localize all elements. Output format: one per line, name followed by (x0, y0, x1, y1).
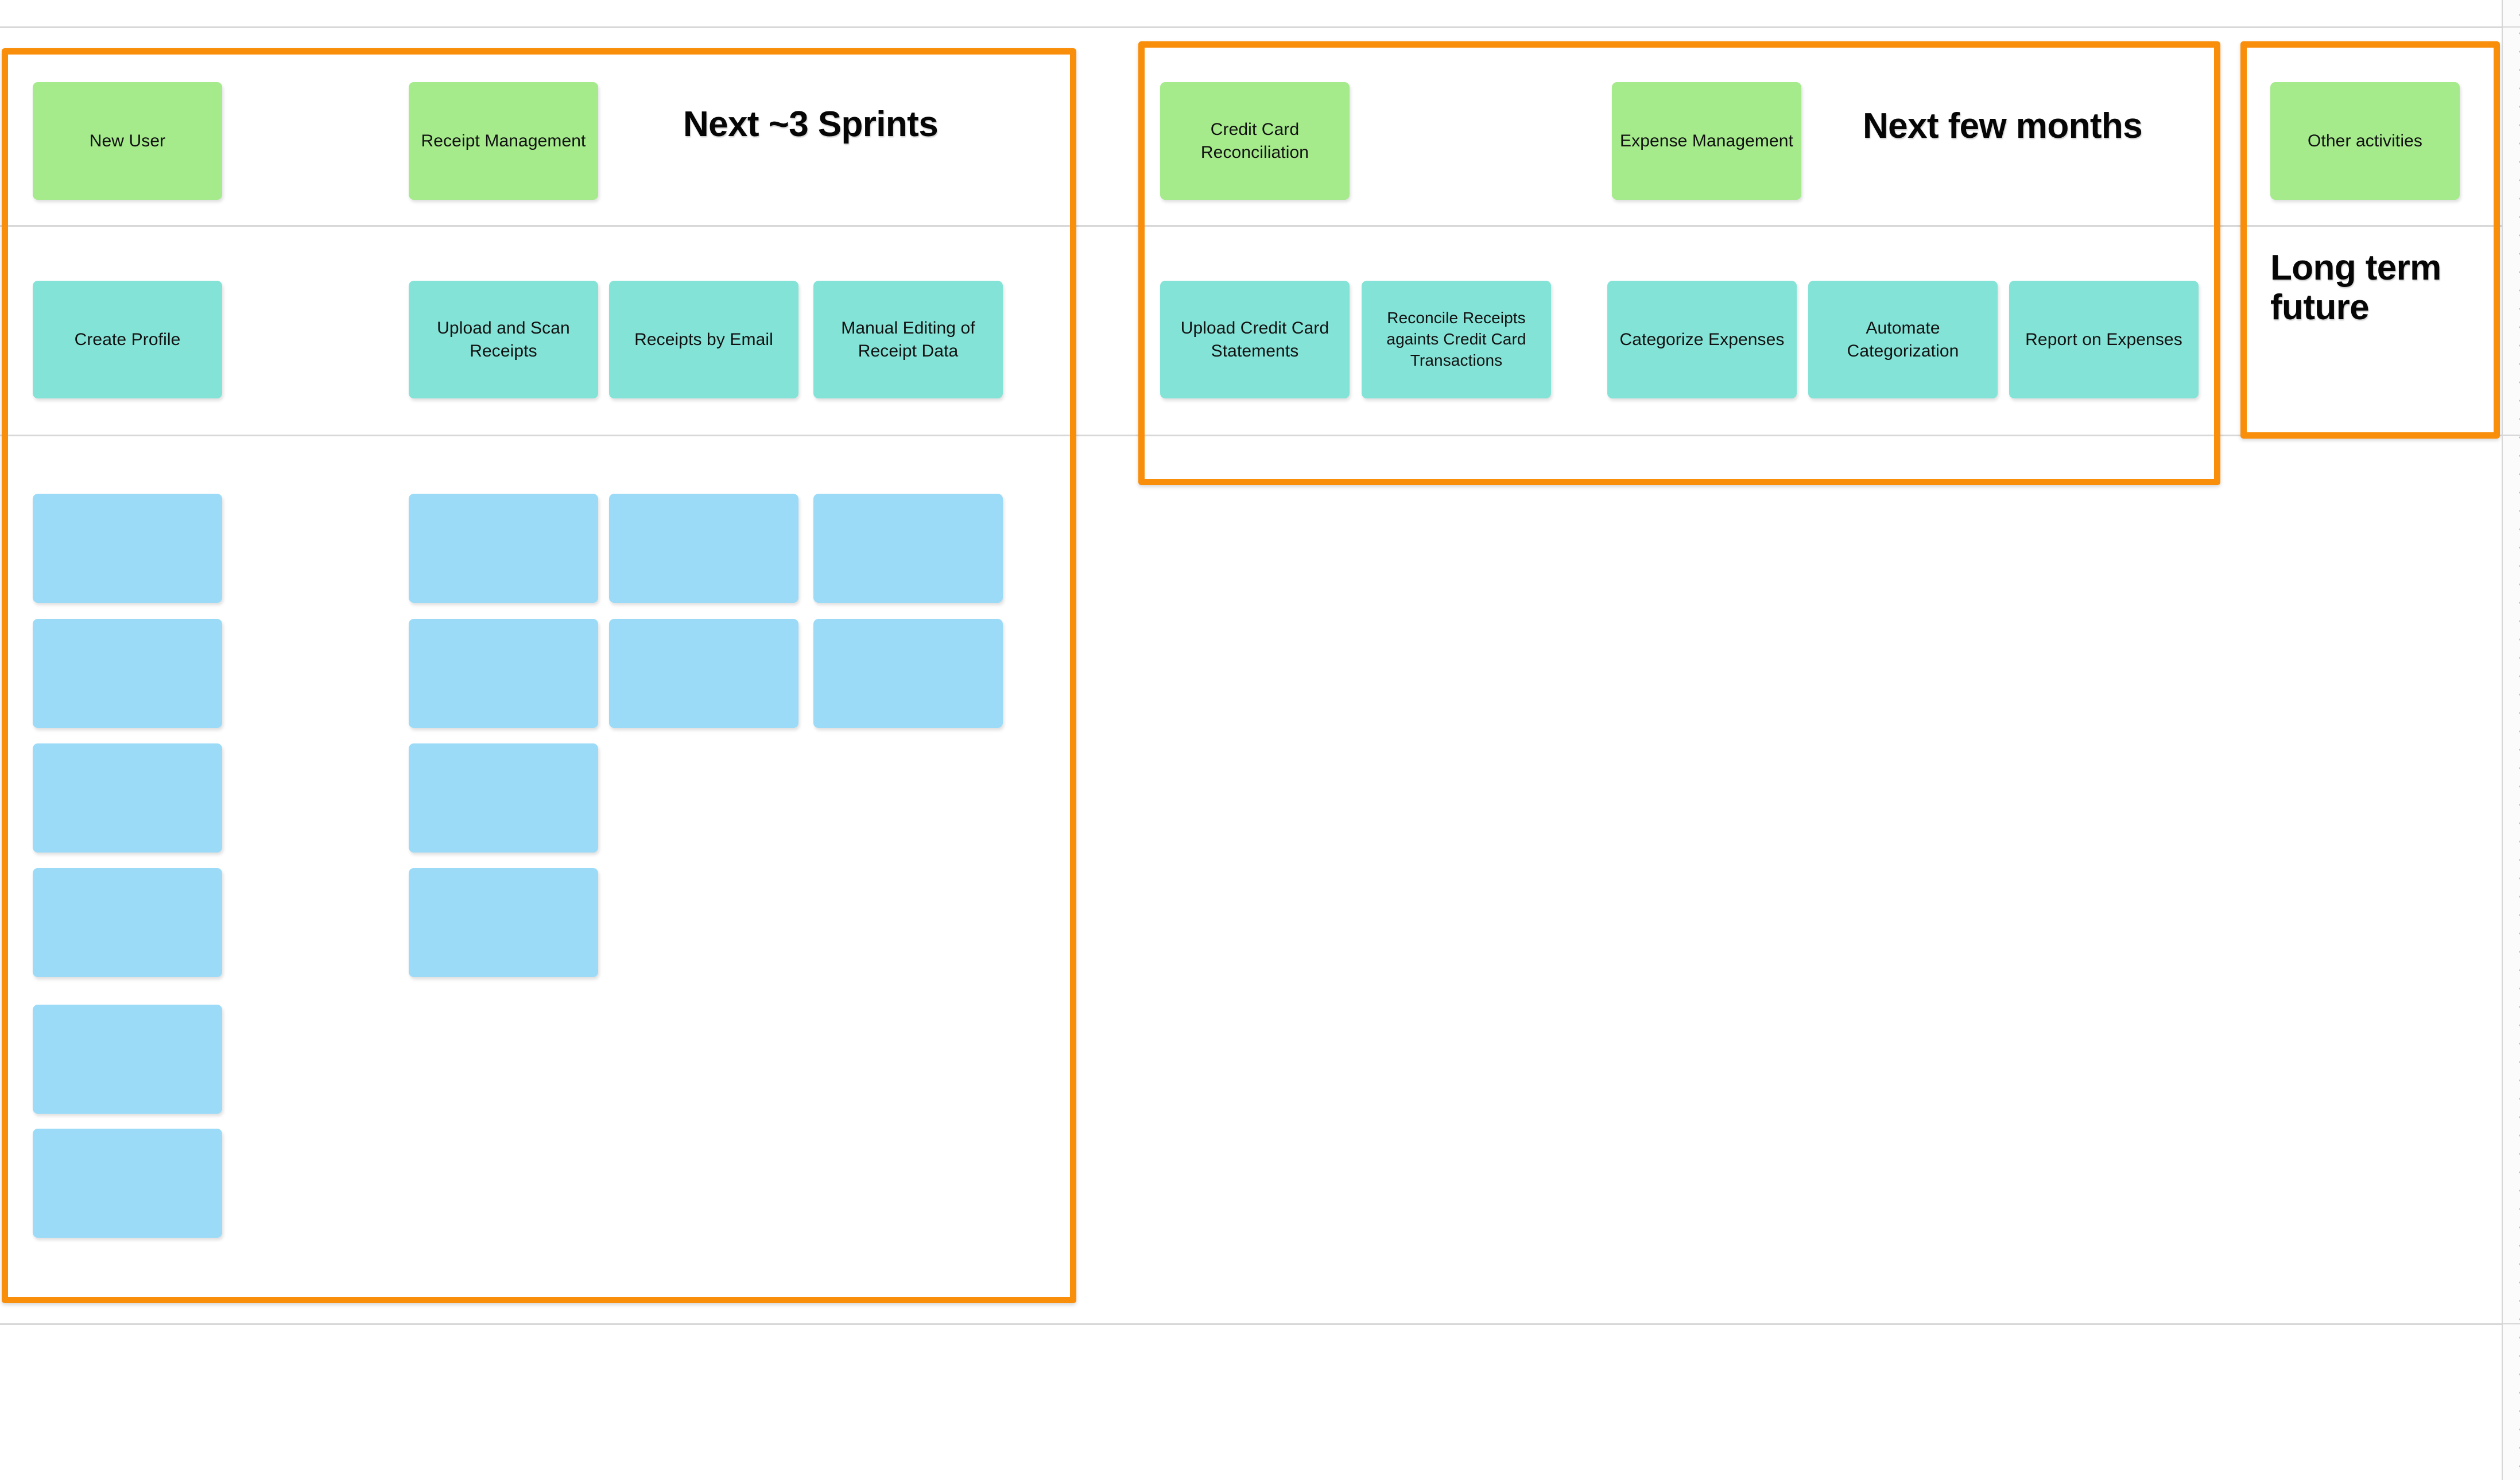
task-card-label: Receipts by Email (634, 330, 773, 349)
story-card[interactable] (33, 494, 222, 603)
lane-title-long-term-future: Long term future (2270, 248, 2441, 328)
lane-separator-bottom (0, 1323, 2502, 1325)
dot-strip-seam (2502, 26, 2520, 28)
task-card-label: Upload and Scan Receipts (437, 318, 570, 361)
lane-title-next-few-months: Next few months (1863, 106, 2143, 146)
activity-card-credit-card-reconciliation[interactable]: Credit Card Reconciliation (1160, 82, 1350, 200)
task-card-automate-categorization[interactable]: Automate Categorization (1808, 281, 1998, 398)
lane-separator-tasks (0, 435, 2502, 436)
canvas-dot-grid-strip[interactable] (2502, 0, 2520, 1480)
dot-strip-seam (2502, 1323, 2520, 1324)
story-card[interactable] (813, 619, 1003, 728)
task-card-label: Reconcile Receipts againts Credit Card T… (1386, 309, 1526, 369)
task-card-label: Categorize Expenses (1619, 330, 1785, 349)
story-card[interactable] (33, 743, 222, 853)
task-card-label: Report on Expenses (2025, 330, 2182, 349)
release-frame-long-term-future[interactable] (2240, 41, 2500, 439)
lane-separator-top (0, 26, 2502, 28)
activity-card-new-user[interactable]: New User (33, 82, 222, 200)
task-card-report-on-expenses[interactable]: Report on Expenses (2009, 281, 2199, 398)
story-card[interactable] (409, 743, 598, 853)
task-card-label: Manual Editing of Receipt Data (841, 318, 975, 361)
activity-card-label: Other activities (2308, 131, 2422, 150)
activity-card-other-activities[interactable]: Other activities (2270, 82, 2460, 200)
task-card-label: Automate Categorization (1847, 318, 1959, 361)
activity-card-label: Credit Card Reconciliation (1200, 119, 1309, 162)
lane-separator-activities (0, 225, 2502, 227)
task-card-upload-and-scan-receipts[interactable]: Upload and Scan Receipts (409, 281, 598, 398)
story-card[interactable] (33, 1129, 222, 1238)
story-card[interactable] (609, 494, 798, 603)
release-frame-next-3-sprints[interactable] (2, 48, 1076, 1303)
story-card[interactable] (409, 619, 598, 728)
activity-card-label: Expense Management (1620, 131, 1793, 150)
release-frame-next-few-months[interactable] (1138, 41, 2220, 485)
story-card[interactable] (409, 868, 598, 977)
task-card-label: Upload Credit Card Statements (1180, 318, 1329, 361)
lane-title-next-3-sprints: Next ~3 Sprints (683, 104, 939, 144)
dot-strip-seam (2502, 435, 2520, 436)
activity-card-receipt-management[interactable]: Receipt Management (409, 82, 598, 200)
story-card[interactable] (33, 1005, 222, 1114)
activity-card-expense-management[interactable]: Expense Management (1612, 82, 1801, 200)
task-card-manual-editing-of-receipt-data[interactable]: Manual Editing of Receipt Data (813, 281, 1003, 398)
story-card[interactable] (409, 494, 598, 603)
task-card-categorize-expenses[interactable]: Categorize Expenses (1607, 281, 1797, 398)
story-card[interactable] (33, 868, 222, 977)
task-card-create-profile[interactable]: Create Profile (33, 281, 222, 398)
story-card[interactable] (609, 619, 798, 728)
activity-card-label: New User (89, 131, 166, 150)
activity-card-label: Receipt Management (421, 131, 586, 150)
task-card-upload-credit-card-statements[interactable]: Upload Credit Card Statements (1160, 281, 1350, 398)
story-card[interactable] (813, 494, 1003, 603)
task-card-label: Create Profile (74, 330, 181, 349)
task-card-receipts-by-email[interactable]: Receipts by Email (609, 281, 798, 398)
task-card-reconcile-receipts-against-credit-card-transactions[interactable]: Reconcile Receipts againts Credit Card T… (1362, 281, 1551, 398)
story-card[interactable] (33, 619, 222, 728)
